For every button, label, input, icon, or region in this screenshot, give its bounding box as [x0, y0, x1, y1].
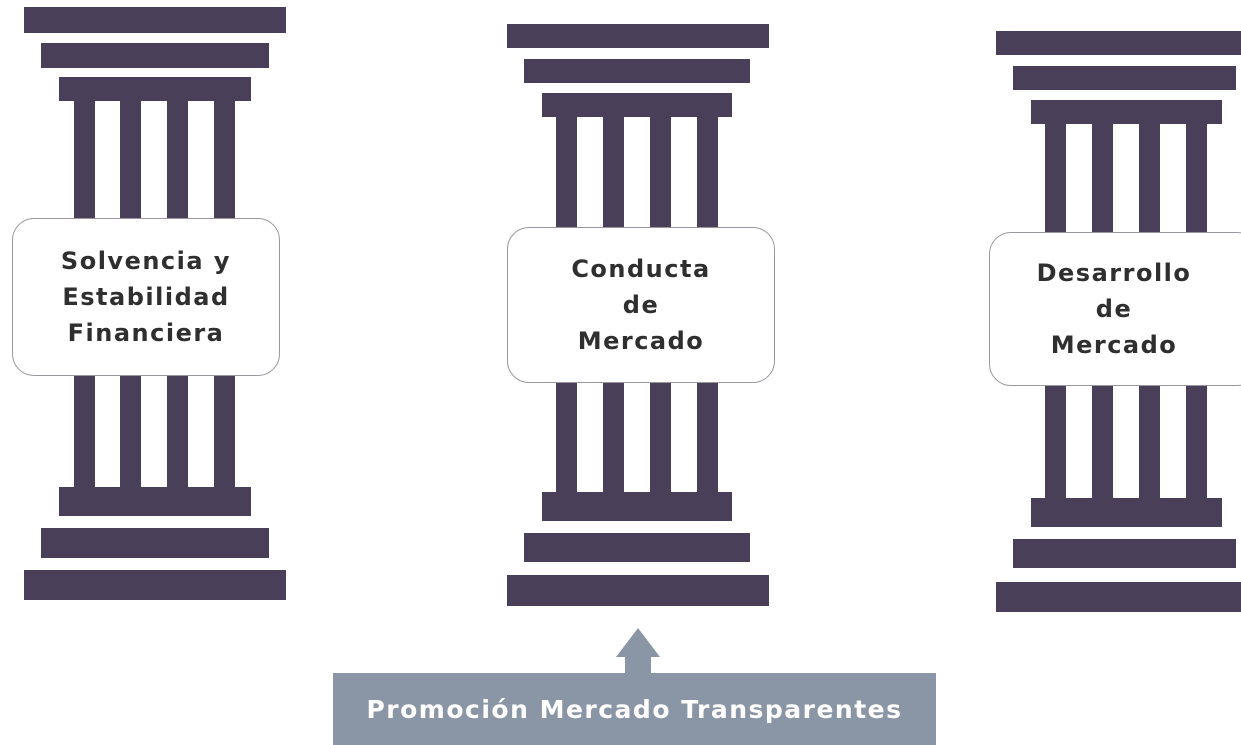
- pillar-capital: [542, 93, 732, 117]
- pillar-label-line: de: [1095, 295, 1133, 323]
- pillar-top-slab-1: [507, 24, 769, 48]
- pillar-conducta: Conducta de Mercado: [507, 0, 775, 745]
- promotion-banner: Promoción Mercado Transparentes: [333, 673, 936, 745]
- banner-label: Promoción Mercado Transparentes: [366, 694, 903, 724]
- pillar-label-line: Estabilidad: [62, 283, 230, 311]
- pillar-base: [59, 487, 251, 516]
- pillar-bottom-slab-2: [24, 570, 286, 600]
- pillar-label-line: Conducta: [571, 255, 711, 283]
- pillar-label-line: Financiera: [67, 319, 225, 347]
- pillar-bottom-slab-1: [524, 533, 750, 562]
- pillar-label-line: Mercado: [577, 327, 705, 355]
- pillar-base: [542, 492, 732, 521]
- pillar-top-slab-1: [996, 31, 1241, 55]
- pillar-label-line: de: [622, 291, 660, 319]
- pillar-label-line: Solvencia y: [60, 247, 232, 275]
- pillar-label-line: Mercado: [1050, 331, 1178, 359]
- pillar-label-box: Desarrollo de Mercado: [989, 232, 1241, 386]
- pillar-capital: [59, 77, 251, 101]
- pillar-top-slab-2: [524, 59, 750, 83]
- pillar-label-box: Conducta de Mercado: [507, 227, 775, 383]
- pillar-bottom-slab-1: [41, 528, 269, 558]
- pillar-bottom-slab-2: [507, 575, 769, 606]
- pillar-desarrollo: Desarrollo de Mercado: [989, 0, 1241, 745]
- pillar-solvencia: Solvencia y Estabilidad Financiera: [12, 0, 286, 745]
- pillar-top-slab-1: [24, 7, 286, 33]
- pillar-base: [1031, 498, 1222, 527]
- pillar-bottom-slab-2: [996, 582, 1241, 612]
- pillar-top-slab-2: [1013, 66, 1236, 90]
- up-arrow-shape: [616, 628, 660, 673]
- pillar-label-line: Desarrollo: [1036, 259, 1192, 287]
- pillar-label-box: Solvencia y Estabilidad Financiera: [12, 218, 280, 376]
- pillar-bottom-slab-1: [1013, 539, 1236, 568]
- pillar-top-slab-2: [41, 43, 269, 68]
- pillar-capital: [1031, 100, 1222, 124]
